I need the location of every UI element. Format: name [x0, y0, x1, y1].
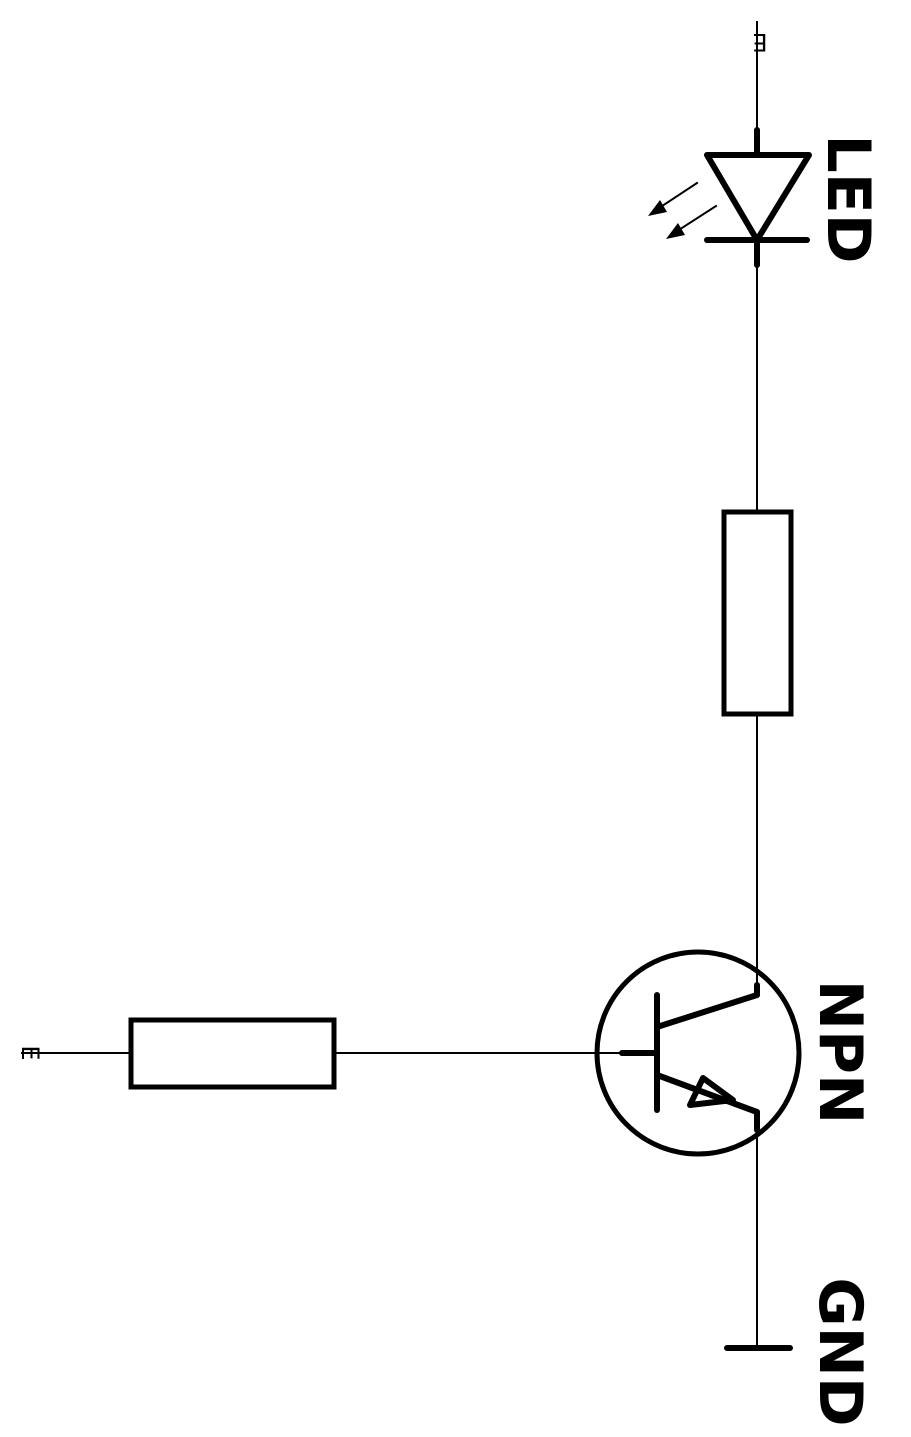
- npn-transistor: [594, 949, 802, 1157]
- emitter-arrow-icon: [687, 1075, 736, 1108]
- led-light-arrows-icon: [648, 181, 718, 239]
- supply-terminal-label: E: [752, 28, 767, 56]
- ground-label: GND: [805, 1277, 875, 1426]
- led-label: LED: [813, 134, 883, 263]
- supply-terminal: E: [752, 21, 768, 131]
- base-resistor: [128, 1017, 337, 1090]
- transistor-label: NPN: [805, 980, 875, 1124]
- input-terminal-label: E: [16, 1045, 44, 1060]
- led-diode: [704, 127, 812, 268]
- collector-resistor: [721, 509, 794, 717]
